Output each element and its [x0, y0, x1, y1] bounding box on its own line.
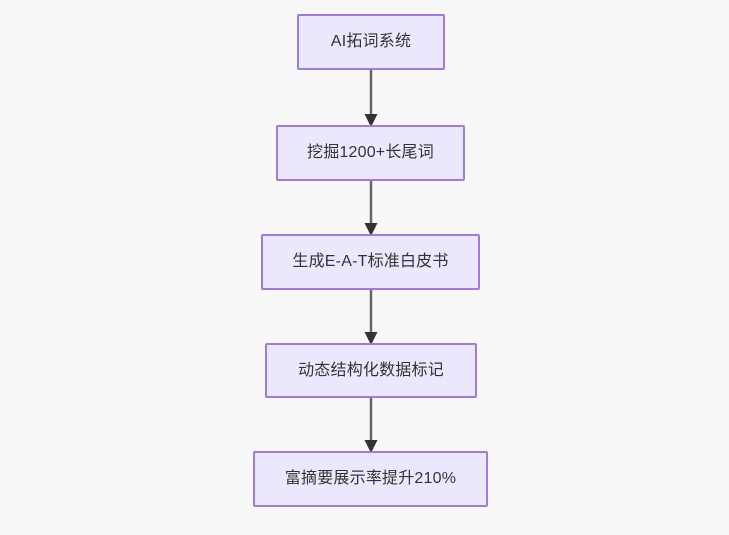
flow-node-label: AI拓词系统 — [330, 33, 412, 50]
edge-node2-to-node3 — [358, 181, 384, 236]
flow-node-label: 挖掘1200+长尾词 — [307, 144, 434, 161]
flow-node-label: 富摘要展示率提升210% — [284, 470, 457, 487]
flow-node-dynamic-structured-data-markup[interactable]: 动态结构化数据标记 — [265, 343, 477, 398]
flow-node-rich-snippet-rate-increase[interactable]: 富摘要展示率提升210% — [253, 451, 488, 507]
flow-node-ai-keyword-system[interactable]: AI拓词系统 — [297, 14, 445, 70]
flow-node-label: 生成E-A-T标准白皮书 — [292, 253, 449, 270]
flow-node-mine-longtail-keywords[interactable]: 挖掘1200+长尾词 — [276, 125, 465, 181]
edge-node1-to-node2 — [358, 70, 384, 127]
flow-node-generate-eat-whitepaper[interactable]: 生成E-A-T标准白皮书 — [261, 234, 480, 290]
edge-node3-to-node4 — [358, 290, 384, 345]
flow-node-label: 动态结构化数据标记 — [298, 361, 444, 379]
edge-node4-to-node5 — [358, 398, 384, 453]
